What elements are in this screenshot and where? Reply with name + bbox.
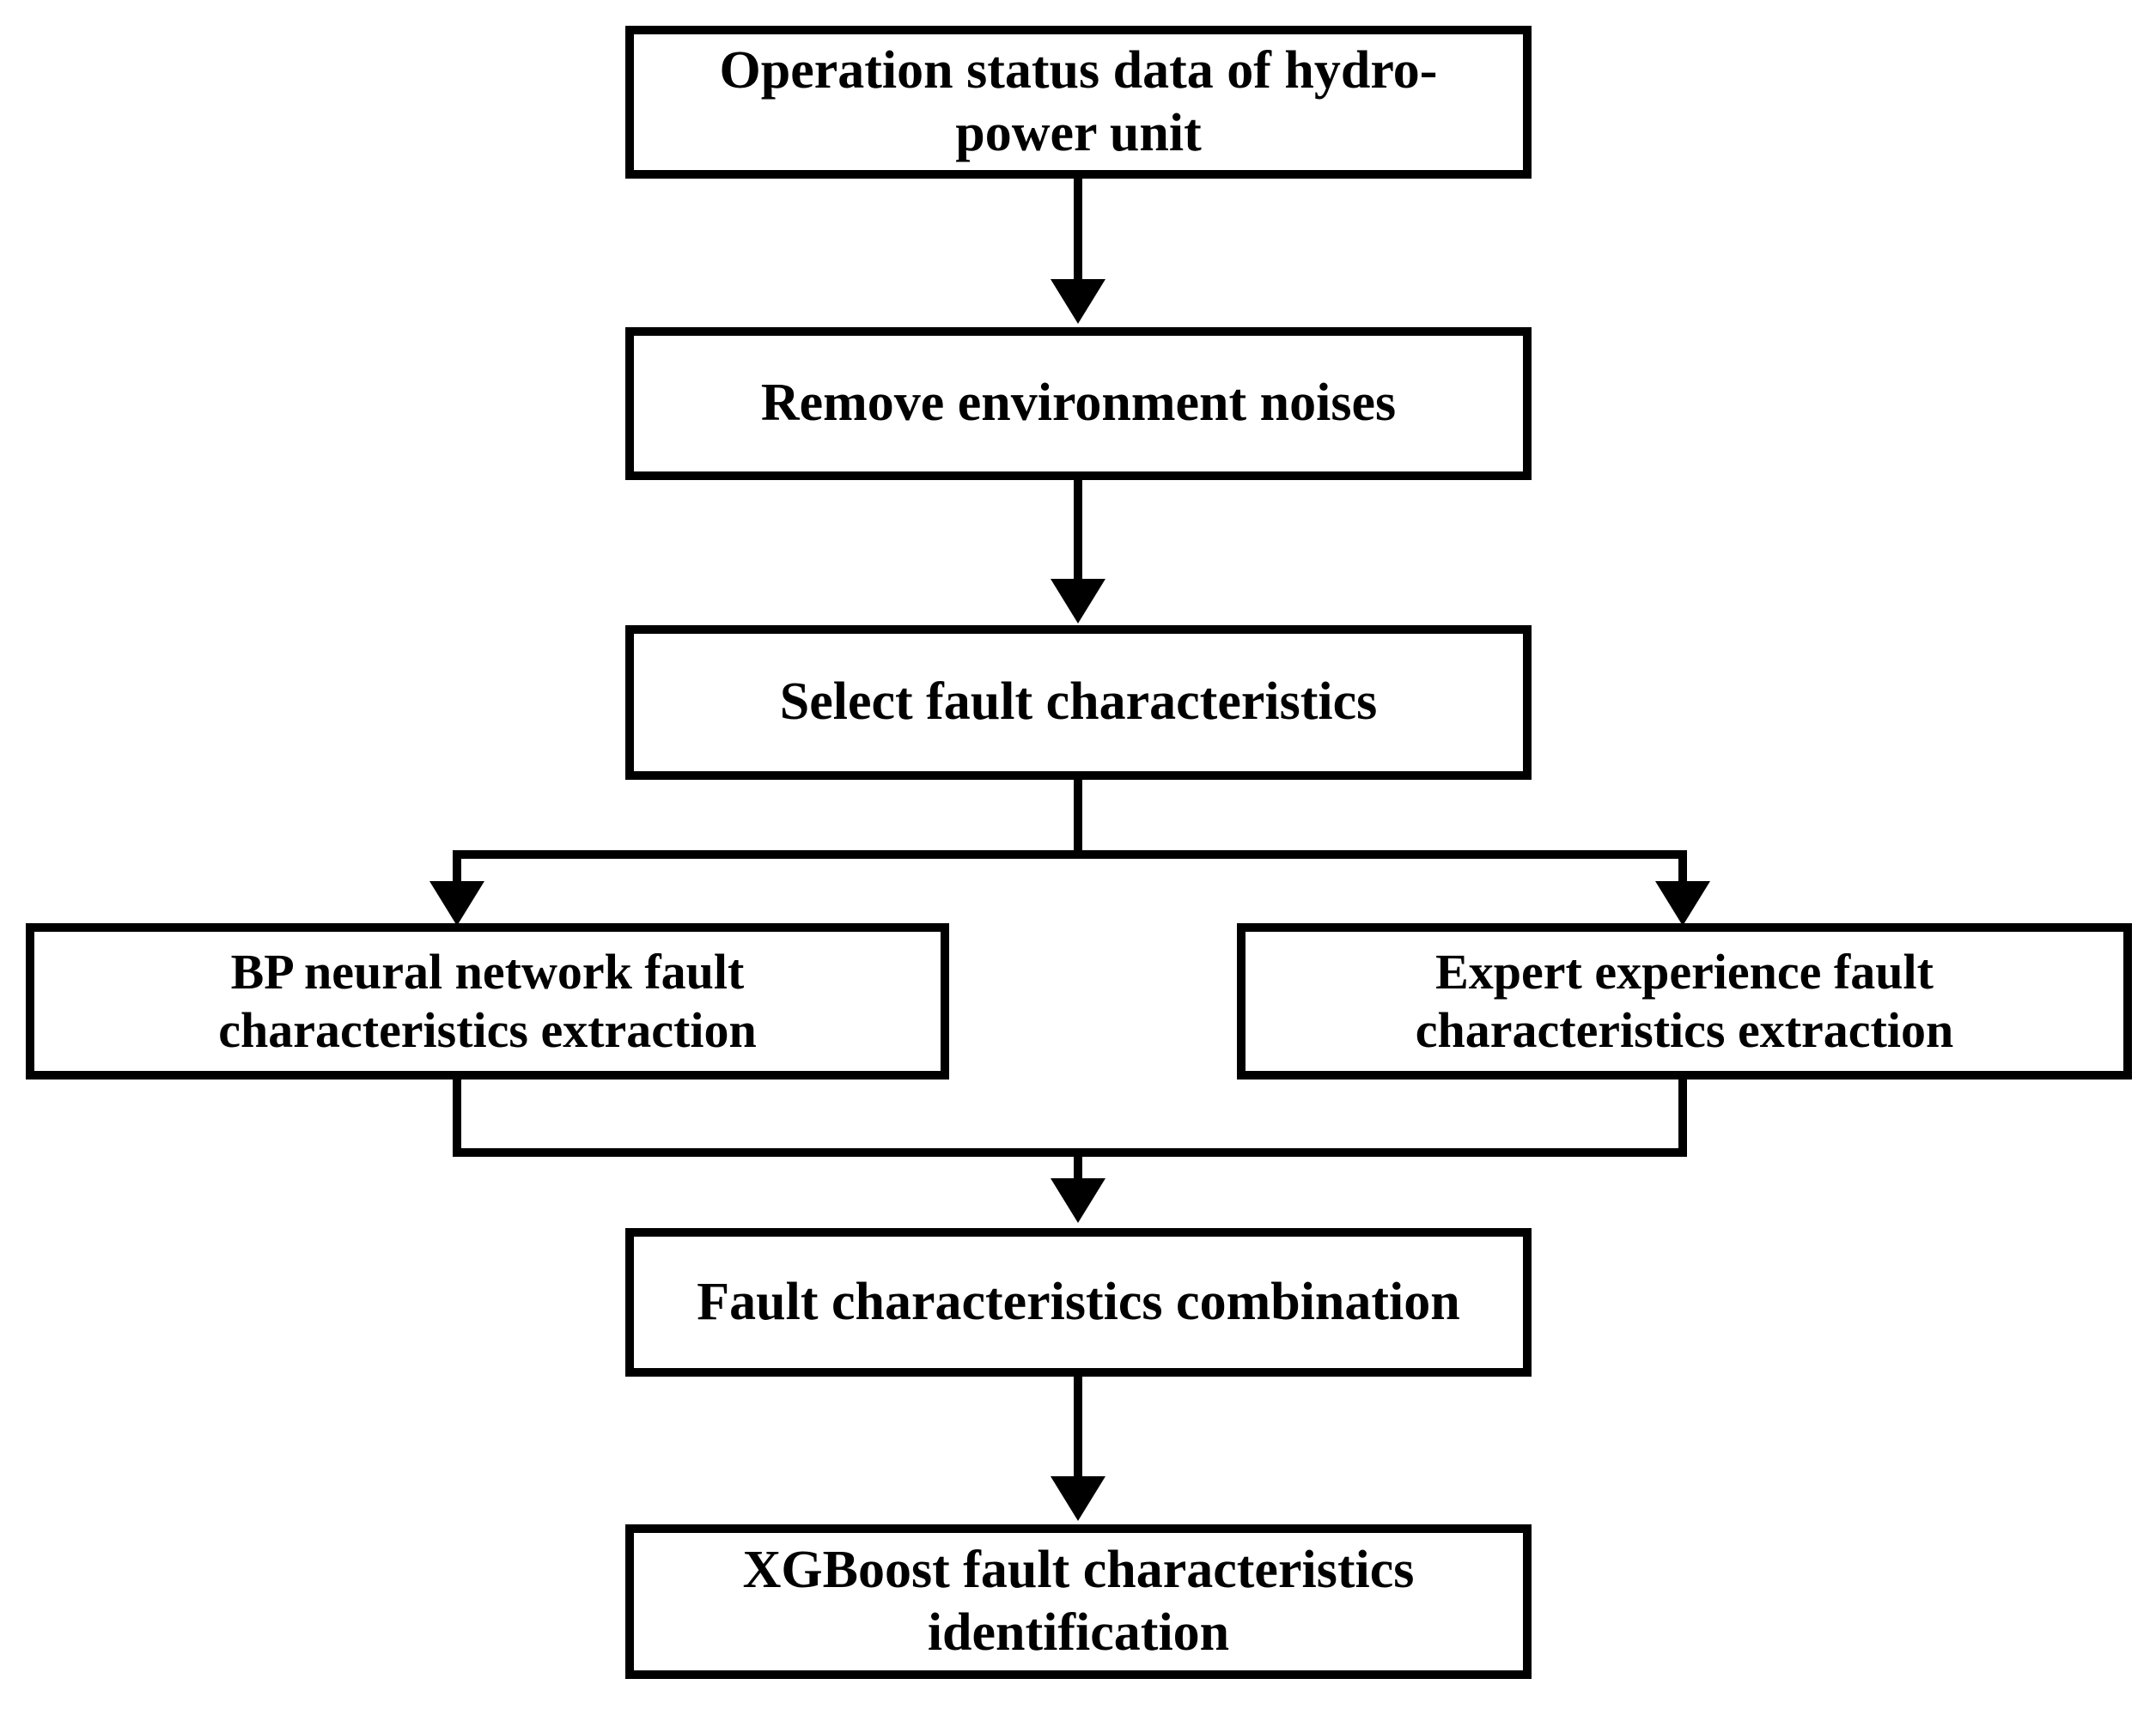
node-xgboost-identification[interactable]: XGBoost fault characteristics identifica… [625, 1524, 1532, 1679]
edge-4-arrowhead [1655, 881, 1710, 926]
edge-4-right-drop [1678, 850, 1687, 889]
edge-3-arrowhead [429, 881, 484, 926]
edge-merge-stem [1074, 1148, 1082, 1184]
node-label: Select fault characteristics [779, 672, 1378, 732]
node-bp-neural-network-extraction[interactable]: BP neural network fault characteristics … [26, 923, 949, 1080]
edge-split-stem [1074, 780, 1082, 859]
edge-6-right-riser [1678, 1080, 1687, 1157]
edge-5-left-riser [453, 1080, 461, 1157]
node-select-fault-characteristics[interactable]: Select fault characteristics [625, 625, 1532, 780]
node-label: Remove environment noises [760, 374, 1397, 433]
node-fault-characteristics-combination[interactable]: Fault characteristics combination [625, 1228, 1532, 1377]
edge-split-bus [453, 850, 1687, 859]
edge-7-stem [1074, 1377, 1082, 1481]
edge-2-stem [1074, 480, 1082, 586]
edge-2-arrowhead [1051, 579, 1105, 623]
node-label: Operation status data of hydro- power un… [719, 40, 1438, 162]
edge-3-left-drop [453, 850, 461, 889]
node-label: Expert experience fault characteristics … [1415, 943, 1954, 1058]
node-label: XGBoost fault characteristics identifica… [742, 1540, 1415, 1662]
edge-merge-bus [453, 1148, 1687, 1157]
edge-merge-arrowhead [1051, 1178, 1105, 1223]
node-operation-status-data[interactable]: Operation status data of hydro- power un… [625, 26, 1532, 179]
edge-1-stem [1074, 179, 1082, 286]
node-label: BP neural network fault characteristics … [218, 943, 757, 1058]
node-expert-experience-extraction[interactable]: Expert experience fault characteristics … [1237, 923, 2132, 1080]
edge-7-arrowhead [1051, 1476, 1105, 1521]
edge-1-arrowhead [1051, 279, 1105, 324]
node-remove-environment-noises[interactable]: Remove environment noises [625, 327, 1532, 480]
node-label: Fault characteristics combination [697, 1272, 1460, 1331]
